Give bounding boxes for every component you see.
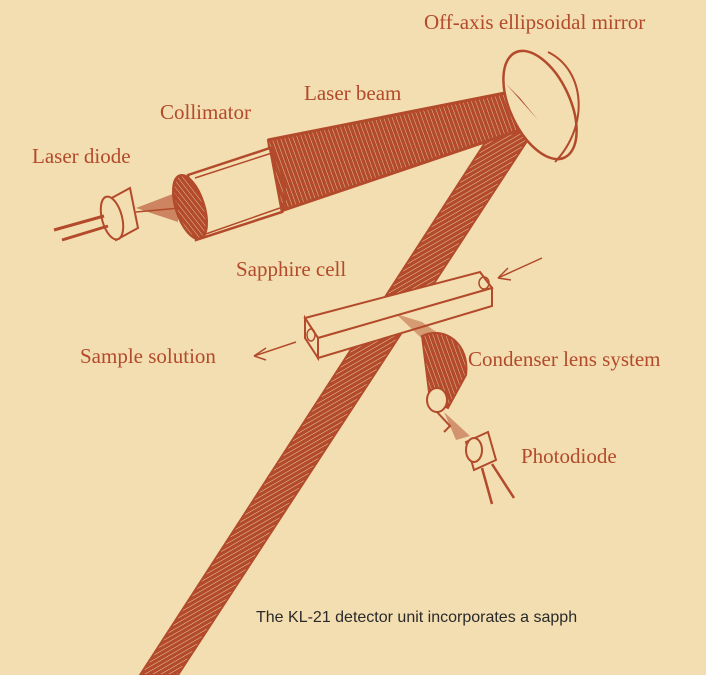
- label-laser-beam: Laser beam: [304, 83, 401, 104]
- caption-text: The KL-21 detector unit incorporates a s…: [256, 610, 577, 626]
- label-laser-diode: Laser diode: [32, 146, 131, 167]
- label-photodiode: Photodiode: [521, 446, 617, 467]
- flow-in-arrow: [498, 258, 542, 280]
- label-sapphire-cell: Sapphire cell: [236, 259, 346, 280]
- photodiode: [466, 432, 514, 504]
- label-collimator: Collimator: [160, 102, 251, 123]
- label-condenser-lens: Condenser lens system: [468, 349, 660, 370]
- label-off-axis-mirror: Off-axis ellipsoidal mirror: [424, 12, 645, 33]
- laser-diode: [54, 188, 180, 242]
- flow-out-arrow: [254, 342, 296, 360]
- collimator-body: [166, 148, 284, 243]
- condenser-lens: [422, 333, 470, 440]
- label-sample-solution: Sample solution: [80, 346, 216, 367]
